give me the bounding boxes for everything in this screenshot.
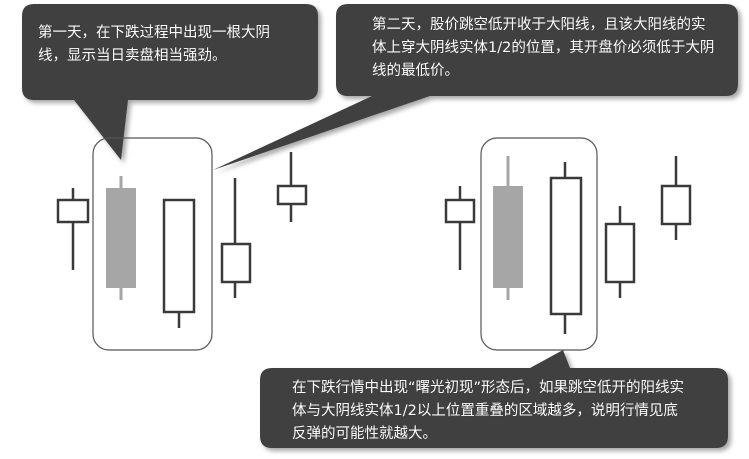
highlight-box-right — [480, 137, 598, 351]
candle-right-2-bearish — [493, 156, 523, 300]
callout-day-two-text: 第二天，股价跳空低开收于大阳线，且该大阳线的实体上穿大阴线实体1/2的位置，其开… — [372, 17, 715, 79]
candle-left-3-bullish — [162, 198, 196, 328]
candle-left-1 — [56, 188, 90, 270]
callout-summary-text: 在下跌行情中出现“曙光初现”形态后，如果跳空低开的阳线实体与大阴线实体1/2以上… — [292, 380, 685, 442]
candle-left-4 — [220, 178, 252, 298]
candle-right-3-bullish — [549, 162, 583, 334]
candle-left-5 — [276, 152, 308, 222]
candle-right-5 — [660, 156, 692, 240]
candle-right-4 — [604, 206, 636, 298]
candle-left-2-bearish — [106, 176, 136, 300]
highlight-box-left — [92, 137, 213, 351]
callout-day-one — [22, 4, 318, 160]
callout-day-one-text: 第一天，在下跌过程中出现一根大阴线，显示当日卖盘相当强劲。 — [38, 25, 270, 64]
callout-summary — [260, 350, 728, 448]
callout-day-two — [213, 4, 738, 170]
candle-right-1 — [444, 186, 476, 270]
